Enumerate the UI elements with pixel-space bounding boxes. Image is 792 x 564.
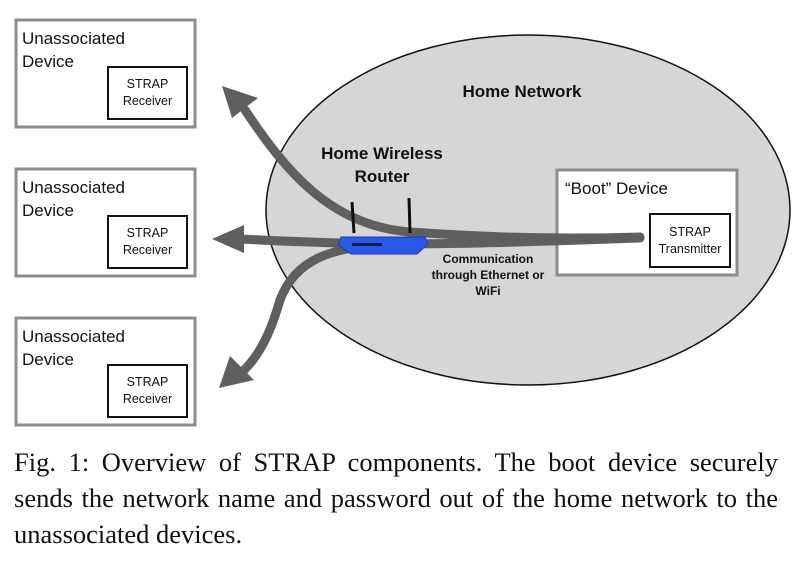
strap-transmitter-box [649, 213, 731, 268]
unassociated-device-3: Unassociated Device STRAP Receiver [14, 316, 197, 427]
unassociated-device-title: Device [22, 52, 74, 71]
strap-receiver-label: Receiver [123, 392, 172, 406]
unassociated-device-title: Unassociated [22, 178, 125, 197]
figure-caption: Fig. 1: Overview of STRAP components. Th… [14, 447, 778, 549]
router-icon [337, 197, 429, 255]
strap-receiver-box [107, 215, 188, 269]
unassociated-device-2: Unassociated Device STRAP Receiver [14, 167, 197, 278]
communication-label: Communication [443, 252, 534, 266]
unassociated-device-1: Unassociated Device STRAP Receiver [14, 18, 197, 129]
strap-receiver-label: STRAP [127, 77, 169, 91]
strap-receiver-box [107, 66, 188, 120]
router-label: Home Wireless [321, 144, 443, 163]
arrowhead-3 [219, 356, 254, 388]
unassociated-device-title: Unassociated [22, 327, 125, 346]
arrowhead-2 [212, 225, 244, 253]
strap-receiver-label: STRAP [127, 226, 169, 240]
arrowhead-1 [222, 86, 258, 118]
strap-transmitter-label: Transmitter [659, 242, 722, 256]
strap-overview-diagram: Home Network “Boot” Device STRAP Transmi… [14, 18, 791, 427]
router-label: Router [355, 167, 410, 186]
boot-device-title: “Boot” Device [565, 179, 668, 198]
strap-receiver-box [107, 364, 188, 418]
strap-receiver-label: STRAP [127, 375, 169, 389]
unassociated-device-title: Unassociated [22, 29, 125, 48]
unassociated-device-title: Device [22, 350, 74, 369]
strap-receiver-label: Receiver [123, 243, 172, 257]
strap-transmitter-label: STRAP [669, 225, 711, 239]
unassociated-device-title: Device [22, 201, 74, 220]
communication-label: through Ethernet or [432, 268, 545, 282]
home-network-label: Home Network [462, 82, 582, 101]
strap-receiver-label: Receiver [123, 94, 172, 108]
communication-label: WiFi [475, 284, 500, 298]
arrowheads [212, 86, 258, 388]
home-network-ellipse [265, 34, 791, 386]
boot-device: “Boot” Device STRAP Transmitter [555, 168, 739, 277]
